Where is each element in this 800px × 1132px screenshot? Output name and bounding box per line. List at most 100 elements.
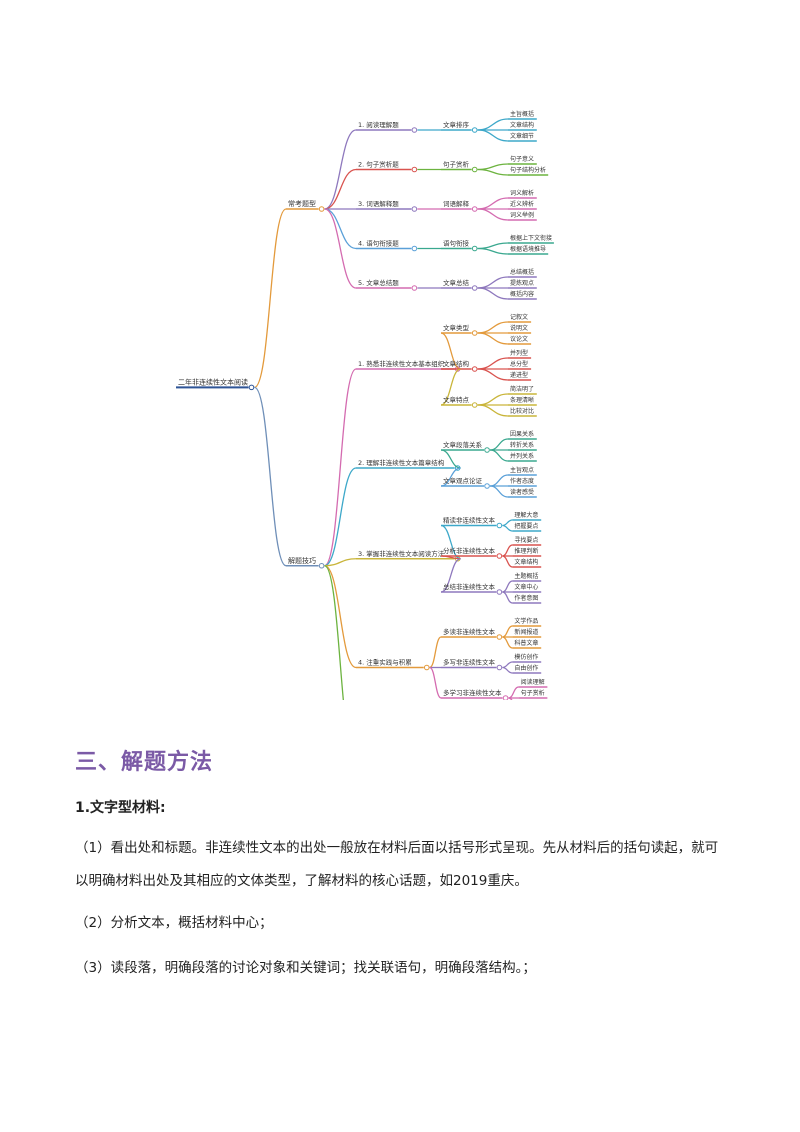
leaf-node: 记叙文: [510, 313, 528, 321]
topic-node: 文章结构: [443, 359, 470, 368]
leaf-connector: [508, 697, 513, 700]
section-connector: [323, 565, 344, 700]
leaf-node: 词义举例: [510, 211, 534, 219]
leaf-node: 因果关系: [510, 430, 534, 438]
section-connector: [324, 208, 357, 289]
leaf-node: 主旨概括: [510, 110, 534, 118]
topic-node: 文章特点: [443, 395, 470, 404]
mind-map: 二年非连续性文本阅读常考题型1. 阅读理解题文章排序主旨概括文章结构文章细节2.…: [176, 110, 554, 700]
topic-connector: [429, 666, 442, 699]
leaf-node: 总分型: [510, 360, 528, 368]
branch-2: 解题技巧: [288, 556, 316, 565]
section-connector: [323, 368, 357, 567]
leaf-connector: [477, 247, 509, 255]
topic-knob: [502, 695, 509, 700]
topic-knob: [471, 402, 478, 408]
section-knob: [411, 166, 418, 173]
leaf-connector: [477, 357, 509, 370]
leaf-node: 比较对比: [510, 407, 534, 415]
section-knob: [423, 664, 430, 671]
leaf-node: 概括内容: [510, 290, 534, 298]
leaf-connector: [502, 519, 513, 527]
leaf-connector: [502, 591, 513, 604]
material-subheading: 1.文字型材料:: [75, 800, 166, 816]
leaf-node: 文章细节: [510, 132, 534, 140]
leaf-connector: [477, 168, 509, 176]
topic-node: 多写非连续性文本: [443, 658, 496, 667]
section-connector: [324, 467, 357, 567]
topic-connector: [440, 558, 461, 593]
leaf-node: 近义辨析: [510, 200, 534, 208]
section-knob: [411, 127, 418, 133]
leaf-node: 主旨观点: [510, 466, 534, 474]
topic-node: 分析非连续性文本: [443, 546, 496, 555]
leaf-node: 把握要点: [514, 522, 538, 530]
leaf-node: 句子赏析: [521, 689, 545, 697]
leaf-node: 说明文: [510, 324, 528, 332]
leaf-connector: [477, 321, 509, 334]
leaf-connector: [477, 404, 509, 417]
branch-knob: [318, 206, 325, 212]
leaf-node: 模仿创作: [514, 653, 538, 661]
leaf-connector: [502, 661, 513, 669]
topic-node: 总结非连续性文本: [443, 582, 496, 591]
leaf-node: 理解大意: [514, 511, 538, 519]
section-connector: [324, 168, 357, 210]
section-knob: [411, 245, 418, 252]
section-node: 1. 熟悉非连续性文本基本组织: [358, 359, 445, 368]
leaf-node: 新闻报道: [514, 628, 538, 636]
leaf-connector: [477, 332, 509, 345]
leaf-node: 寻找要点: [514, 536, 538, 544]
paragraph-2: （2）分析文本，概括材料中心；: [75, 915, 273, 931]
leaf-node: 文章结构: [514, 558, 538, 566]
topic-node: 文章类型: [443, 323, 470, 332]
topic-knob: [484, 483, 490, 489]
branch-connector: [253, 208, 287, 389]
branch-knob: [318, 562, 325, 569]
leaf-connector: [502, 666, 513, 674]
section-connector: [324, 208, 357, 250]
leaf-node: 根据语境推导: [510, 245, 546, 253]
leaf-node: 提炼观点: [510, 279, 534, 287]
topic-knob: [471, 330, 478, 336]
topic-node: 文章总结: [443, 278, 470, 287]
leaf-connector: [477, 276, 509, 289]
section-node: 2. 理解非连续性文本篇章结构: [358, 458, 445, 467]
leaf-connector: [477, 163, 509, 171]
section-connector: [324, 129, 357, 210]
topic-node: 文章排序: [443, 120, 470, 129]
branch-connector: [253, 386, 287, 567]
topic-knob: [471, 245, 478, 252]
leaf-connector: [502, 636, 513, 649]
leaf-connector: [477, 393, 509, 406]
topic-knob: [471, 166, 478, 173]
leaf-node: 递进型: [510, 371, 528, 379]
leaf-node: 根据上下文衔接: [510, 234, 552, 242]
leaf-connector: [489, 485, 509, 498]
topic-node: 词语解释: [443, 199, 470, 208]
leaf-node: 简洁明了: [510, 385, 534, 393]
section-node: 5. 文章总结题: [358, 278, 399, 287]
leaf-connector: [477, 118, 509, 131]
topic-knob: [496, 553, 503, 559]
topic-knob: [496, 522, 503, 529]
leaf-node: 文学作品: [514, 617, 538, 625]
topic-node: 多学习非连续性文本: [443, 688, 502, 697]
paragraph-1: （1）看出处和标题。非连续性文本的出处一般放在材料后面以括号形式呈现。先从材料后…: [75, 840, 719, 889]
section-connector: [324, 558, 357, 567]
leaf-node: 文章结构: [510, 121, 534, 129]
topic-knob: [496, 589, 503, 595]
leaf-connector: [477, 368, 509, 381]
topic-connector: [440, 332, 461, 370]
section-node: 2. 句子赏析题: [358, 160, 399, 169]
section-heading: 三、解题方法: [75, 750, 214, 775]
section-connector: [324, 565, 357, 669]
topic-connector: [440, 368, 461, 406]
leaf-node: 作者意图: [514, 594, 538, 602]
leaf-node: 并列型: [510, 349, 528, 357]
topic-node: 多读非连续性文本: [443, 627, 496, 636]
leaf-node: 主题概括: [514, 572, 538, 580]
topic-knob: [484, 447, 490, 453]
leaf-node: 句子结构分析: [510, 166, 546, 174]
leaf-node: 读者感受: [510, 488, 534, 496]
